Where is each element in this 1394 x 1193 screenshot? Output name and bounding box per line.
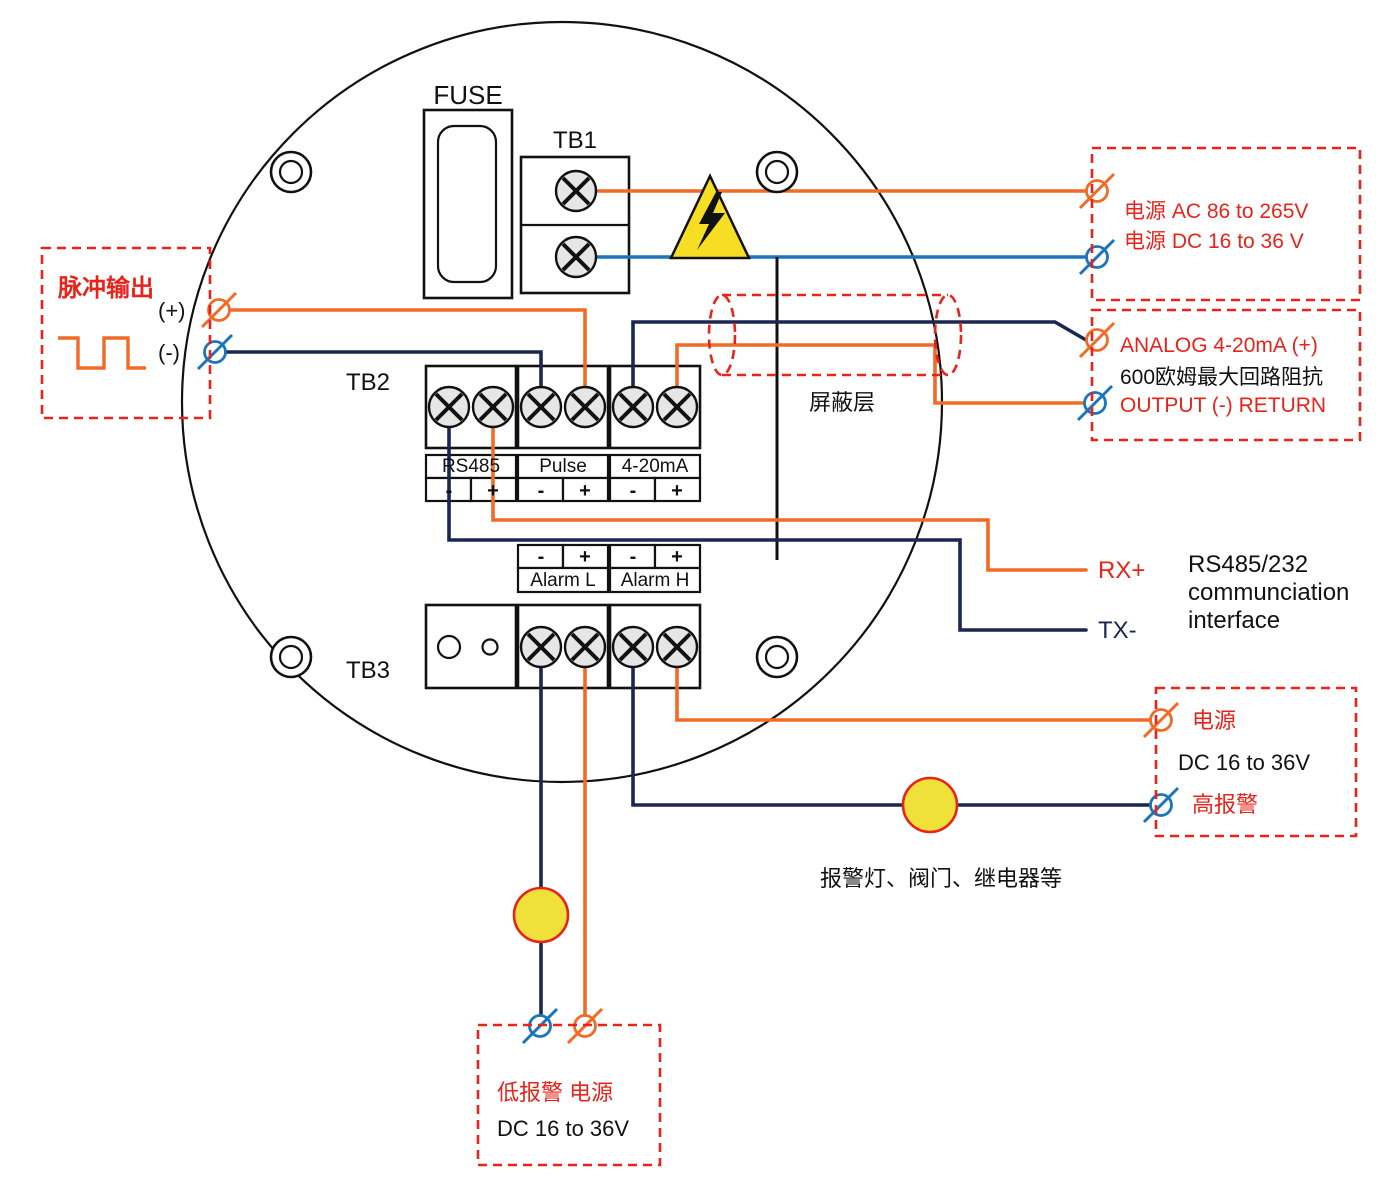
pulse-waveform-icon bbox=[58, 336, 146, 370]
pulse-output-box bbox=[40, 246, 212, 420]
comm-line2: communciation bbox=[1188, 579, 1349, 606]
tx-label: TX- bbox=[1098, 617, 1137, 644]
power-input-box bbox=[1090, 146, 1362, 302]
pulse-output-title: 脉冲输出 bbox=[57, 274, 154, 302]
alarm-l-plus-screw bbox=[563, 625, 607, 669]
rx-wire bbox=[491, 425, 1088, 572]
high-voltage-warning bbox=[669, 173, 751, 260]
analog-plus-wire bbox=[631, 320, 1088, 392]
analog-plus-screw bbox=[655, 385, 699, 429]
alarm-h-minus-label: - bbox=[630, 546, 637, 568]
rx-label: RX+ bbox=[1098, 557, 1145, 584]
mounting-hole-bl bbox=[269, 635, 313, 679]
tb1-screw-1 bbox=[554, 169, 598, 213]
alarm-h-load-circle bbox=[901, 776, 959, 834]
load-caption: 报警灯、阀门、继电器等 bbox=[820, 866, 1062, 891]
power-dc-label: 电源 DC 16 to 36 V bbox=[1124, 230, 1304, 253]
rs485-minus-label: - bbox=[446, 480, 453, 502]
mounting-hole-tl bbox=[269, 150, 313, 194]
pulse-plus-wire bbox=[228, 308, 587, 400]
pulse-minus-connector-icon bbox=[196, 333, 234, 371]
alarm-l-box bbox=[476, 1023, 662, 1167]
alarm-h-group-label: Alarm H bbox=[621, 570, 690, 591]
pulse-minus-screw bbox=[519, 385, 563, 429]
analog-plus-label: + bbox=[671, 480, 683, 502]
shield-sleeve bbox=[707, 293, 963, 377]
tb2-label: TB2 bbox=[346, 369, 390, 396]
power-ac-label: 电源 AC 86 to 265V bbox=[1124, 200, 1308, 223]
rs485-plus-screw bbox=[471, 385, 515, 429]
alarm-h-power-wire bbox=[675, 665, 1152, 722]
fuse-cartridge bbox=[436, 124, 498, 284]
alarm-l-name-cell bbox=[516, 566, 610, 594]
pulse-minus-sign-label: (-) bbox=[158, 340, 180, 365]
alarm-h-plus-screw bbox=[655, 625, 699, 669]
alarm-l-group-label: Alarm L bbox=[530, 570, 595, 591]
mounting-hole-br bbox=[755, 635, 799, 679]
pulse-minus-label: - bbox=[538, 480, 545, 502]
tb3-aux-block bbox=[424, 603, 518, 690]
alarm-l-plus-label: + bbox=[579, 546, 591, 568]
tb1-label: TB1 bbox=[553, 127, 597, 154]
high-alarm-label: 高报警 bbox=[1192, 792, 1258, 817]
alarm-l-minus-screw bbox=[519, 625, 563, 669]
alarm-h-voltage-label: DC 16 to 36V bbox=[1178, 750, 1310, 775]
impedance-label: 600欧姆最大回路阻抗 bbox=[1120, 366, 1323, 389]
alarm-h-box bbox=[1154, 686, 1358, 838]
pulse-plus-screw bbox=[563, 385, 607, 429]
analog-output-box bbox=[1090, 308, 1362, 442]
aux-pin-small bbox=[481, 638, 499, 656]
analog-group-label: 4-20mA bbox=[622, 456, 689, 477]
aux-pin-large bbox=[436, 634, 462, 660]
analog-plus-text-label: ANALOG 4-20mA (+) bbox=[1120, 334, 1318, 357]
shield-right-end bbox=[933, 293, 963, 377]
shield-label: 屏蔽层 bbox=[809, 390, 875, 415]
pulse-plus-sign-label: (+) bbox=[158, 298, 186, 323]
mounting-hole-tr bbox=[755, 150, 799, 194]
alarm-h-signal-wire bbox=[631, 665, 1152, 807]
alarm-h-plus-label: + bbox=[671, 546, 683, 568]
alarm-l-minus-label: - bbox=[538, 546, 545, 568]
lightning-bolt-icon bbox=[697, 192, 725, 250]
rs485-plus-label: + bbox=[487, 480, 499, 502]
rs485-group-label: RS485 bbox=[442, 456, 500, 477]
tx-wire bbox=[447, 425, 1088, 632]
alarm-h-name-cell bbox=[608, 566, 702, 594]
analog-minus-screw bbox=[611, 385, 655, 429]
tb3-label: TB3 bbox=[346, 657, 390, 684]
analog-plus-cell bbox=[653, 476, 702, 503]
pulse-minus-wire bbox=[224, 350, 543, 400]
shield-left-end bbox=[707, 293, 737, 377]
comm-line3: interface bbox=[1188, 607, 1280, 634]
alarm-l-load-circle bbox=[512, 886, 570, 944]
wires bbox=[224, 189, 1152, 1018]
pulse-plus-connector-icon bbox=[200, 291, 238, 329]
alarm-h-minus-screw bbox=[611, 625, 655, 669]
low-alarm-title: 低报警 电源 bbox=[497, 1080, 613, 1105]
comm-line1: RS485/232 bbox=[1188, 551, 1308, 578]
analog-return-label: OUTPUT (-) RETURN bbox=[1120, 394, 1326, 417]
fuse-component bbox=[422, 108, 514, 300]
tb1-screw-2 bbox=[554, 235, 598, 279]
analog-minus-label: - bbox=[630, 480, 637, 502]
alarm-label-table bbox=[516, 543, 702, 594]
fuse-label: FUSE bbox=[433, 80, 502, 110]
rs485-minus-screw bbox=[427, 385, 471, 429]
pulse-plus-cell bbox=[561, 476, 610, 503]
pulse-plus-label: + bbox=[579, 480, 591, 502]
low-alarm-voltage-label: DC 16 to 36V bbox=[497, 1116, 629, 1141]
pulse-group-label: Pulse bbox=[539, 456, 587, 477]
alarm-h-power-label: 电源 bbox=[1192, 708, 1236, 733]
